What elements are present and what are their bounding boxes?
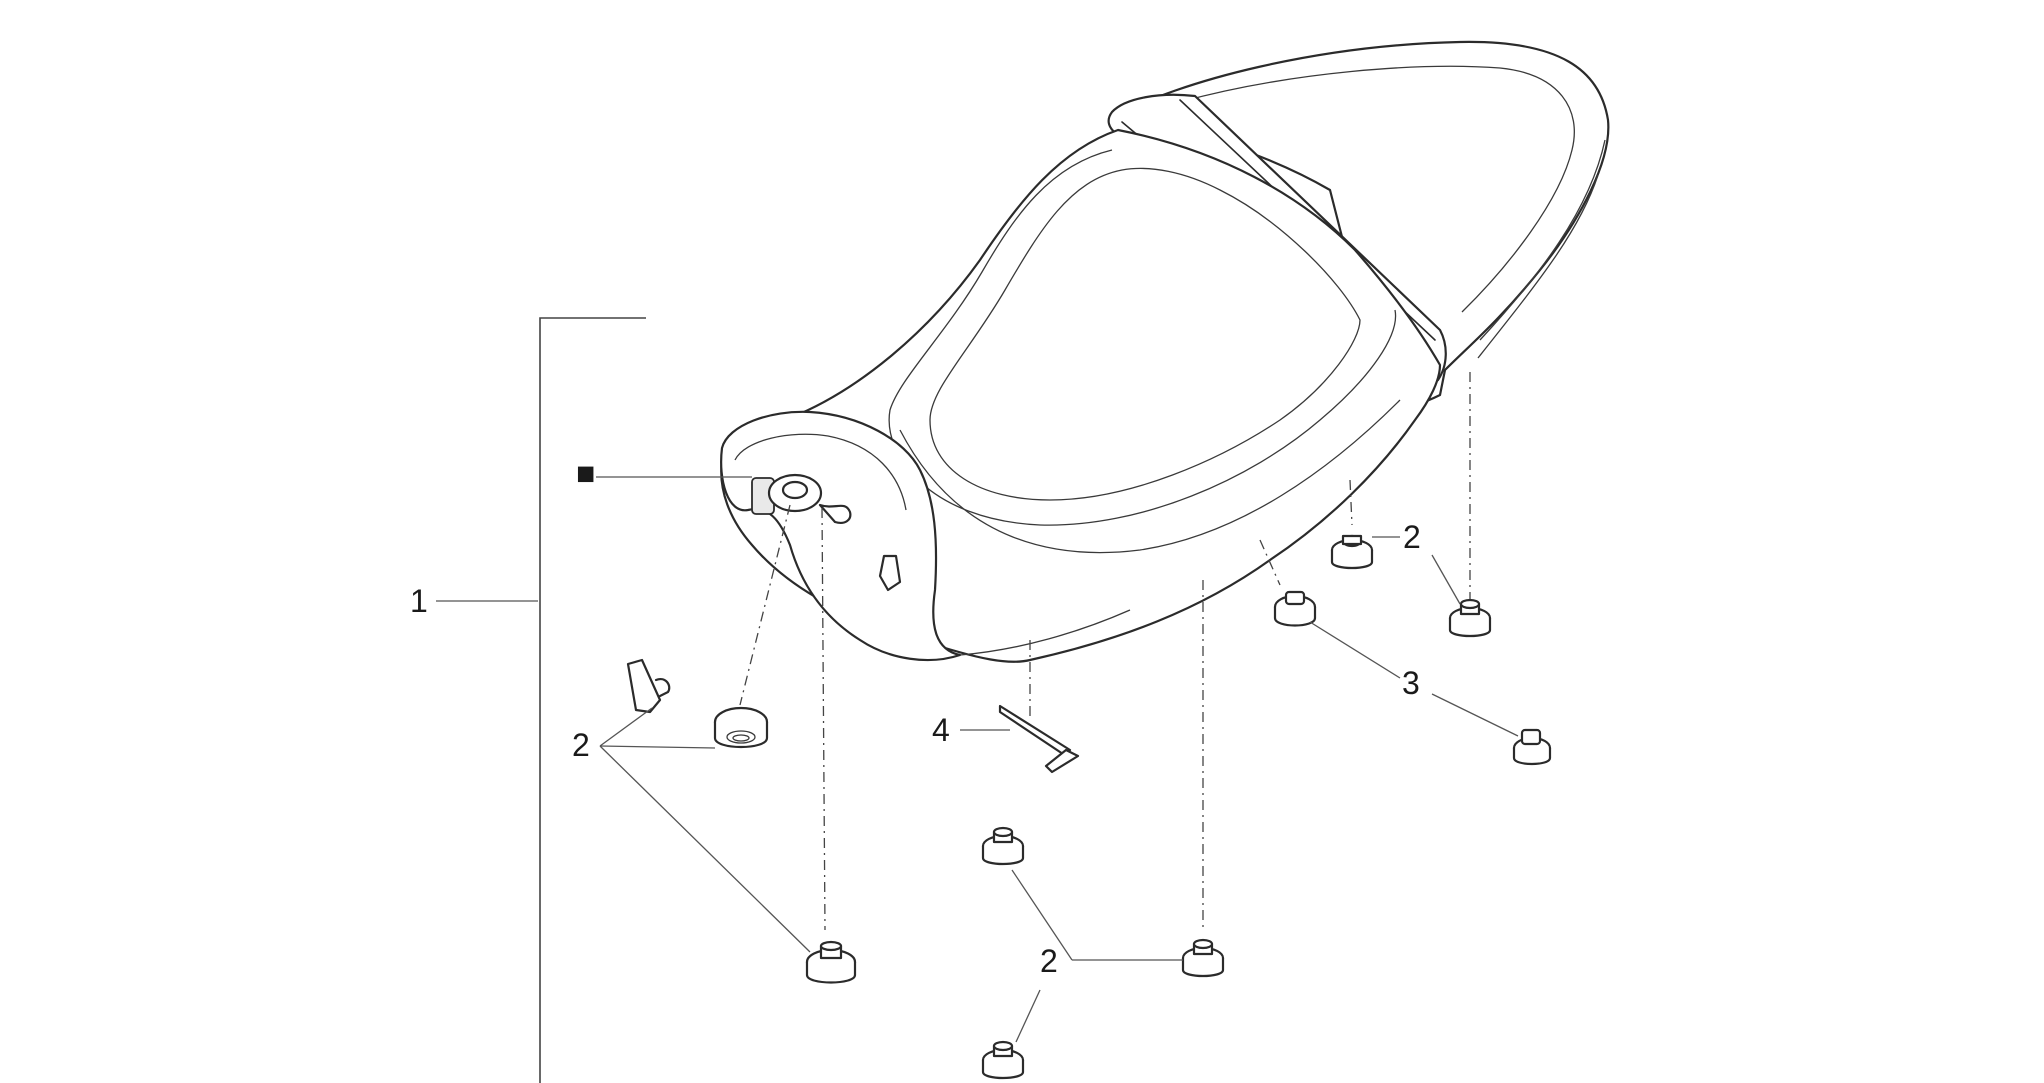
callout-4: 4 [932, 712, 950, 748]
rubber-buffer[interactable] [1448, 598, 1492, 638]
leaders [599, 536, 1519, 1043]
lock-cover[interactable] [713, 706, 769, 748]
alignment-centerlines [739, 372, 1471, 931]
rubber-buffer[interactable] [1330, 534, 1374, 570]
callout-labels: 1 2 2 2 3 4 [410, 519, 1421, 979]
bolt[interactable] [1273, 590, 1317, 627]
marker-square: ■ [576, 455, 595, 491]
seat-lock[interactable] [751, 473, 902, 592]
callout-3: 3 [1402, 665, 1420, 701]
hex-key[interactable] [998, 704, 1080, 774]
seat[interactable] [720, 40, 1610, 663]
rubber-buffer[interactable] [805, 940, 857, 984]
bolt[interactable] [1512, 728, 1552, 766]
callout-2-right: 2 [1403, 519, 1421, 555]
kit-marker: ■ [576, 455, 752, 491]
lock-pin[interactable] [626, 658, 671, 714]
rubber-buffer[interactable] [981, 1040, 1025, 1080]
rubber-buffer[interactable] [1181, 938, 1225, 978]
callout-1: 1 [410, 583, 428, 619]
callout-2-left: 2 [572, 727, 590, 763]
rubber-buffer[interactable] [981, 826, 1025, 866]
assembly-bracket [436, 317, 646, 1083]
callout-2-middle: 2 [1040, 943, 1058, 979]
